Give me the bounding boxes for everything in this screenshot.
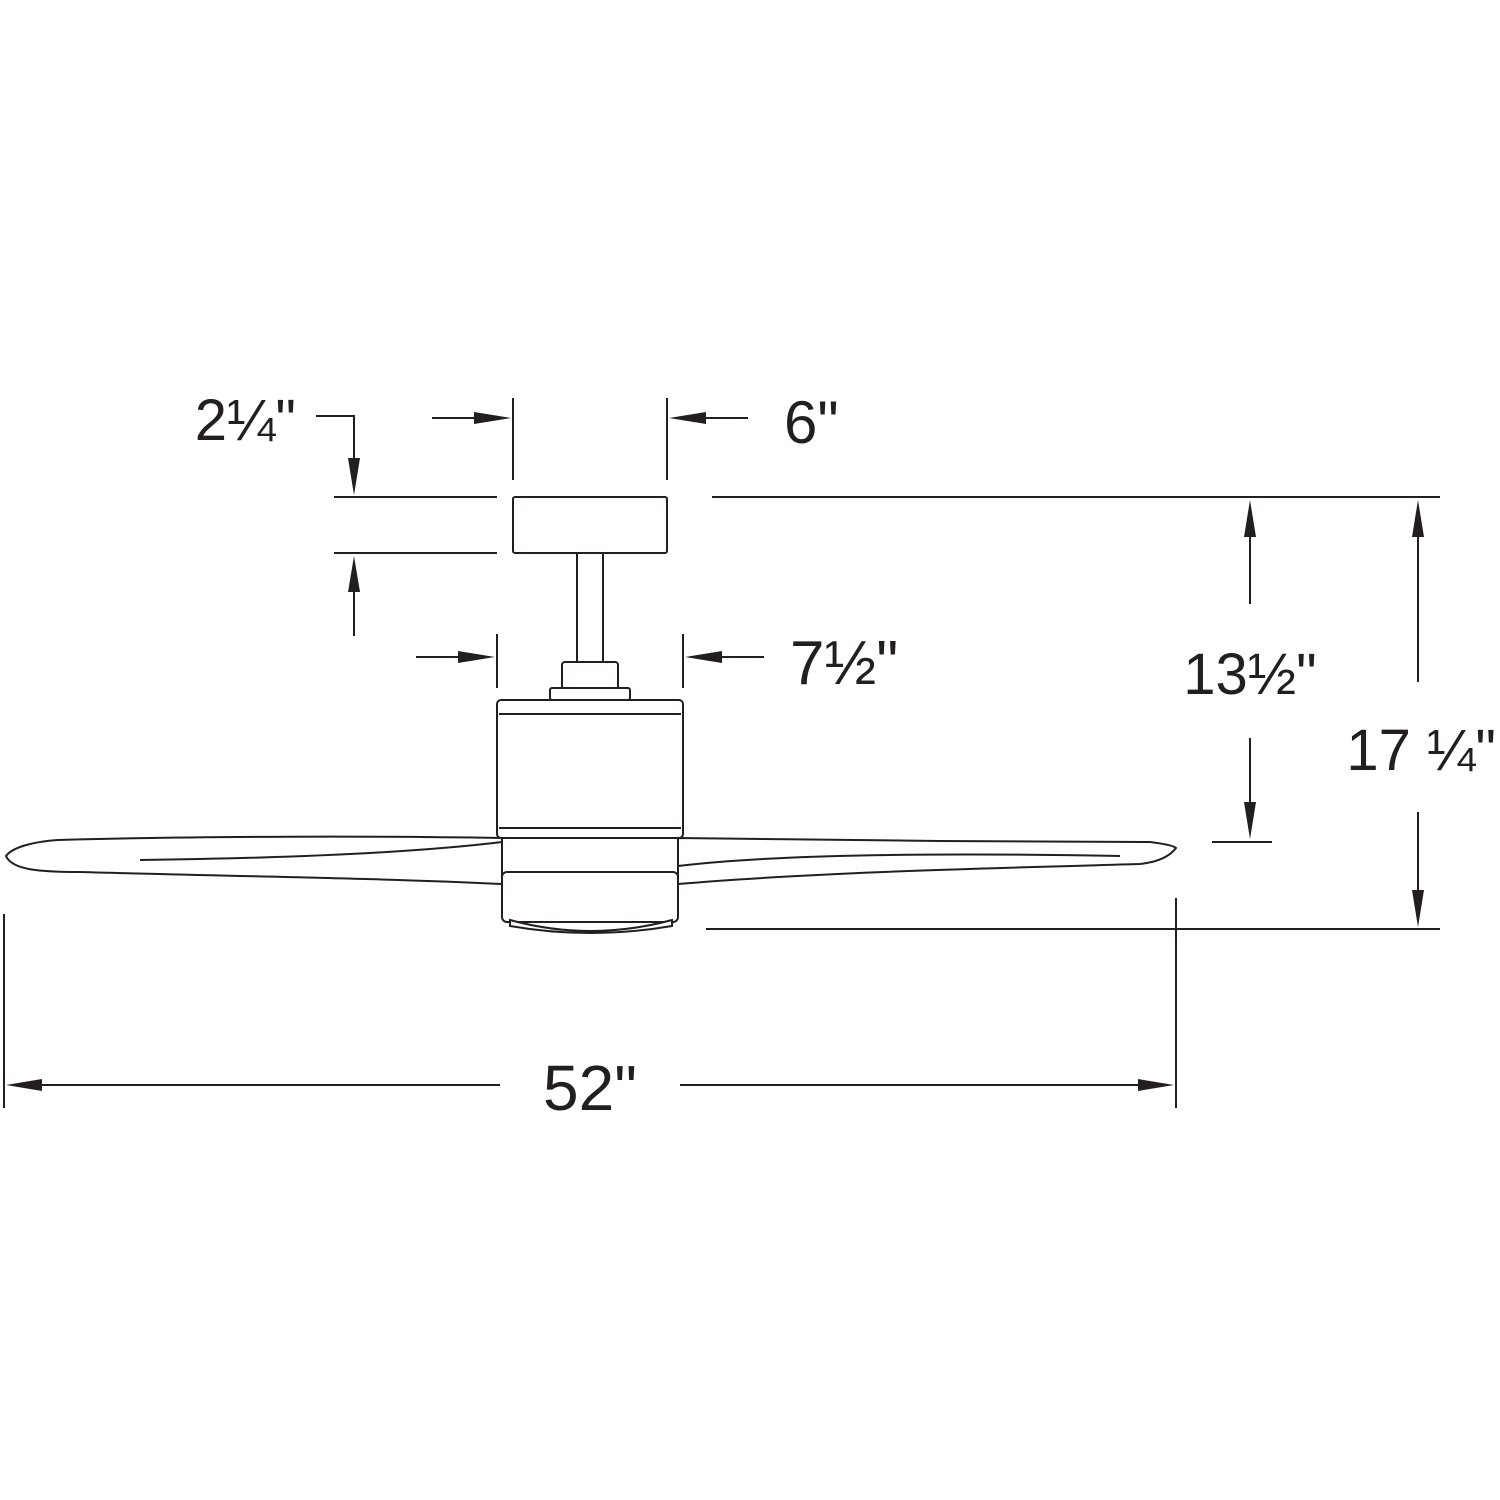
leader-line <box>316 415 355 480</box>
motor-width-label: 7½" <box>790 629 898 698</box>
arrow-down <box>1412 890 1424 927</box>
downrod <box>576 552 604 664</box>
arrow-right <box>474 412 511 424</box>
left-blade-twist-line <box>139 841 503 861</box>
light-housing <box>501 871 679 923</box>
blade-span-label: 52" <box>543 1052 637 1124</box>
motor-housing <box>496 699 684 839</box>
downrod-coupler <box>561 661 619 691</box>
right-blade <box>677 836 1178 886</box>
light-lens <box>509 918 673 934</box>
arrow-up <box>348 556 360 592</box>
dimension-motor-width: 7½" <box>416 629 898 698</box>
arrow-up <box>1244 500 1256 537</box>
coupler-collar <box>549 687 631 701</box>
arrow-down <box>348 458 360 495</box>
arrow-up <box>1412 500 1424 537</box>
arrow-right <box>458 651 495 663</box>
canopy-height-label: 2¼" <box>195 388 296 453</box>
dimension-ceiling-to-blade: 13½" <box>712 496 1440 843</box>
dimension-overall-height: 17 ¼" <box>706 500 1496 930</box>
right-blade-twist-line <box>677 853 1121 867</box>
arrow-left <box>6 1079 42 1091</box>
canopy-width-label: 6" <box>784 389 839 456</box>
overall-height-label: 17 ¼" <box>1346 718 1496 783</box>
dimension-blade-span: 52" <box>3 898 1177 1124</box>
dimension-canopy-height: 2¼" <box>195 388 497 636</box>
canopy <box>512 496 668 554</box>
fan-outline <box>4 496 1178 934</box>
left-blade <box>4 835 503 886</box>
arrow-left <box>685 651 722 663</box>
arrow-down <box>1244 802 1256 839</box>
ceiling-to-blade-label: 13½" <box>1183 642 1316 707</box>
arrow-left <box>669 412 706 424</box>
dimension-canopy-width: 6" <box>432 389 839 480</box>
arrow-right <box>1138 1079 1174 1091</box>
